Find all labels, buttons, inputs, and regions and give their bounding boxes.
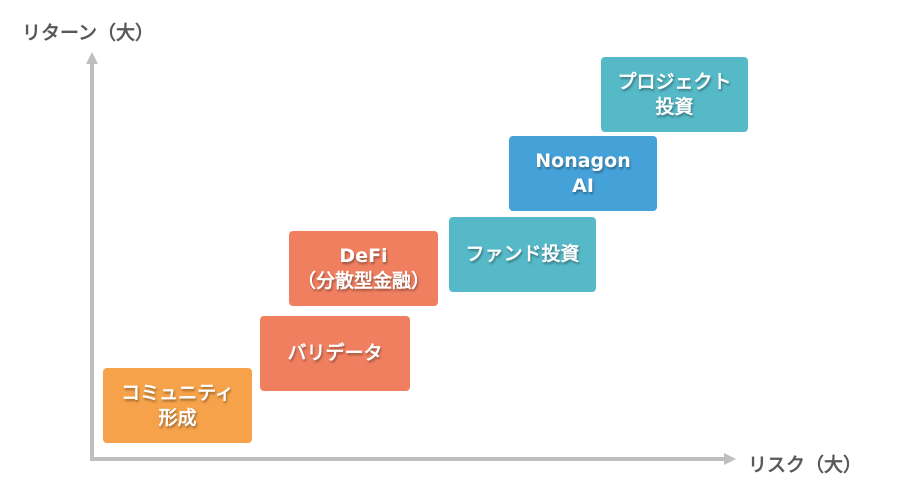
box-fund-investment: ファンド投資: [449, 217, 596, 292]
box-label: DeFi: [339, 244, 388, 267]
box-label: ファンド投資: [465, 243, 580, 265]
box-nonagon-ai: Nonagon AI: [509, 136, 657, 211]
y-axis-label: リターン（大）: [22, 22, 155, 44]
box-label: プロジェクト: [617, 70, 732, 93]
box-label: 投資: [655, 95, 694, 118]
x-axis-label: リスク（大）: [748, 454, 863, 476]
box-label: 形成: [158, 406, 197, 429]
box-label: AI: [572, 174, 594, 197]
box-project-investment: プロジェクト 投資: [601, 57, 748, 132]
box-label: バリデータ: [287, 342, 383, 364]
x-axis-arrow: [724, 453, 736, 465]
box-defi: DeFi （分散型金融）: [289, 231, 438, 306]
box-label: コミュニティ: [121, 381, 234, 404]
box-label: （分散型金融）: [296, 269, 430, 292]
box-validator: バリデータ: [260, 316, 410, 391]
y-axis-arrow: [86, 52, 98, 64]
box-community: コミュニティ 形成: [103, 368, 252, 443]
box-label: Nonagon: [535, 149, 631, 172]
